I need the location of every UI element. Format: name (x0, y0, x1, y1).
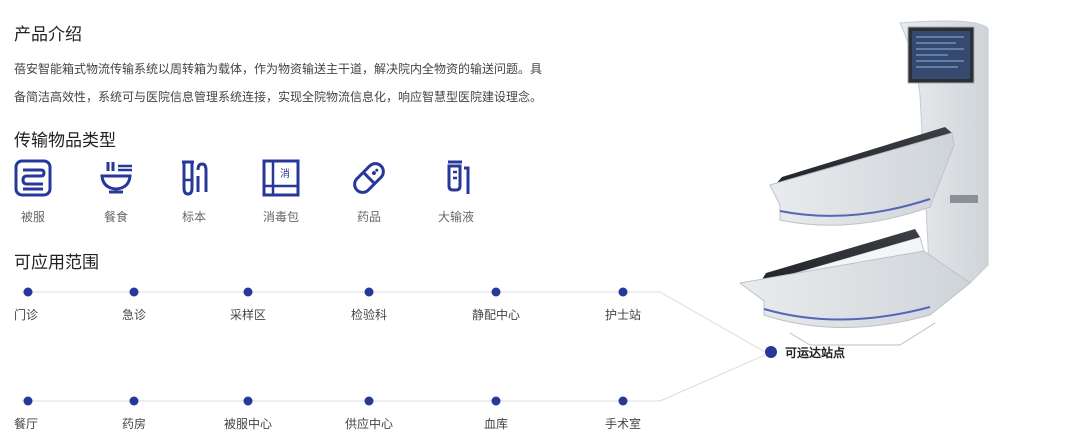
category-item-clothing: 被服 (0, 158, 69, 225)
category-label: 被服 (20, 210, 45, 224)
category-label: 餐食 (103, 210, 128, 224)
category-label: 标本 (181, 210, 206, 224)
location-dot (364, 396, 374, 406)
logistics-workstation-image (738, 20, 989, 346)
intro-title: 产品介绍 (14, 25, 82, 45)
location-label: 检验科 (350, 308, 388, 322)
location-dot (491, 396, 501, 406)
location-label: 门诊 (14, 308, 39, 322)
location-dot (243, 396, 253, 406)
location-dot (129, 287, 139, 297)
category-item-infusion: 大输液 (420, 158, 492, 225)
categories-title: 传输物品类型 (14, 131, 116, 151)
location-dot (243, 287, 253, 297)
pill-capsule-icon (353, 162, 385, 194)
location-dot (364, 287, 374, 297)
disinfection-glyph: 消 (280, 167, 290, 180)
location-dot (23, 396, 33, 406)
clothing-icon (14, 159, 52, 197)
station-dot (765, 346, 777, 358)
category-label: 消毒包 (262, 210, 299, 224)
location-dot (491, 287, 501, 297)
specimen-tube-icon (182, 160, 208, 196)
location-dot (129, 396, 139, 406)
location-label: 餐厅 (14, 417, 39, 431)
location-dot (618, 396, 628, 406)
intro-description: 蓓安智能箱式物流传输系统以周转箱为载体，作为物资输送主干道，解决院内全物资的输送… (14, 55, 594, 111)
station-label: 可运达站点 (785, 346, 846, 360)
location-dot (618, 287, 628, 297)
location-label: 急诊 (121, 308, 147, 322)
location-label: 手术室 (604, 417, 642, 431)
location-label: 护士站 (604, 308, 642, 322)
locations-title: 可应用范围 (14, 253, 99, 273)
intro-line: 蓓安智能箱式物流传输系统以周转箱为载体，作为物资输送主干道，解决院内全物资的输送… (14, 62, 543, 76)
meal-bowl-icon (100, 162, 132, 194)
location-label: 被服中心 (223, 417, 273, 431)
location-label: 血库 (483, 417, 509, 431)
location-label: 供应中心 (344, 417, 394, 431)
disinfection-pack-icon: 消 (262, 159, 300, 197)
location-dot (23, 287, 33, 297)
location-label: 采样区 (229, 308, 267, 322)
category-label: 药品 (356, 210, 381, 224)
category-label: 大输液 (437, 210, 474, 224)
iv-infusion-icon (447, 160, 470, 194)
category-item-disinfection: 消 消毒包 (245, 158, 317, 225)
category-item-medicine: 药品 (333, 158, 405, 225)
intro-line: 备简洁高效性，系统可与医院信息管理系统连接，实现全院物流信息化，响应智慧型医院建… (14, 90, 543, 104)
location-label: 药房 (121, 417, 147, 431)
category-item-meal: 餐食 (80, 158, 152, 225)
location-label: 静配中心 (471, 308, 521, 322)
category-item-specimen: 标本 (158, 158, 230, 225)
